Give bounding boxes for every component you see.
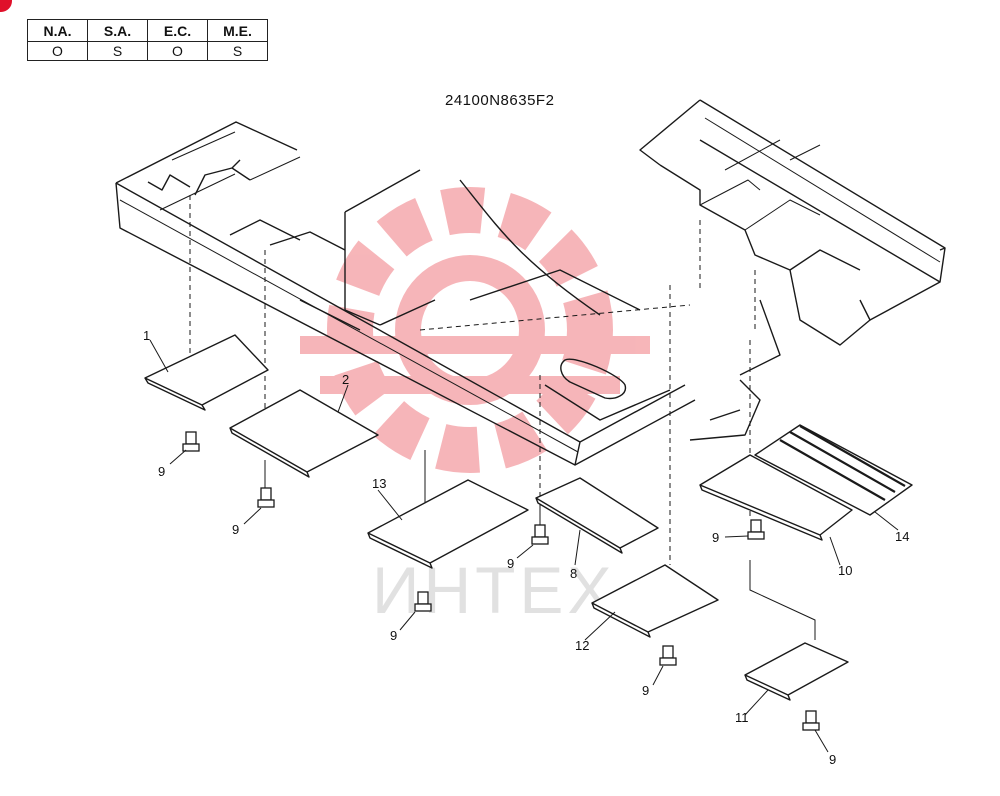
region-value-cell: S bbox=[207, 41, 268, 61]
callout-labels: 1 2 13 8 12 11 10 14 9 9 9 9 9 9 9 bbox=[143, 328, 909, 767]
cover-plates bbox=[144, 334, 913, 701]
watermark-text: ИНТЕХ bbox=[372, 553, 615, 627]
cover-plate-8 bbox=[535, 477, 659, 554]
region-applicability-table: N.A. S.A. E.C. M.E. O S O S bbox=[27, 19, 268, 61]
bolt-icon bbox=[747, 519, 765, 540]
cover-plate-10 bbox=[699, 454, 853, 541]
callout-label: 13 bbox=[372, 476, 386, 491]
callout-label: 9 bbox=[507, 556, 514, 571]
callout-label: 14 bbox=[895, 529, 909, 544]
callout-label: 9 bbox=[158, 464, 165, 479]
callout-label: 10 bbox=[838, 563, 852, 578]
callout-label: 12 bbox=[575, 638, 589, 653]
region-value-cell: O bbox=[27, 41, 88, 61]
gear-logo-icon bbox=[300, 187, 650, 473]
bolt-icon bbox=[414, 591, 432, 612]
cover-plate-11 bbox=[744, 642, 849, 701]
callout-label: 9 bbox=[712, 530, 719, 545]
callout-label: 2 bbox=[342, 372, 349, 387]
cover-plate-2 bbox=[229, 389, 379, 478]
callout-label: 11 bbox=[735, 710, 749, 725]
bolt-icon bbox=[531, 524, 549, 545]
callout-label: 8 bbox=[570, 566, 577, 581]
alignment-lines bbox=[189, 195, 816, 640]
bolt-icon bbox=[182, 431, 200, 452]
callout-label: 9 bbox=[232, 522, 239, 537]
region-table-value-row: O S O S bbox=[27, 41, 268, 61]
cover-plate-13 bbox=[367, 479, 529, 569]
leader-lines bbox=[149, 339, 899, 753]
drawing-code: 24100N8635F2 bbox=[445, 92, 555, 109]
cover-plate-12 bbox=[591, 564, 719, 638]
right-main-beam bbox=[639, 99, 946, 321]
callout-label: 1 bbox=[143, 328, 150, 343]
frame-linework bbox=[115, 99, 946, 466]
region-table-header-row: N.A. S.A. E.C. M.E. bbox=[27, 19, 268, 42]
callout-label: 9 bbox=[642, 683, 649, 698]
cover-plate-1 bbox=[144, 334, 269, 411]
callout-label: 9 bbox=[390, 628, 397, 643]
left-main-beam bbox=[115, 121, 696, 466]
callout-label: 9 bbox=[829, 752, 836, 767]
region-header-cell: S.A. bbox=[87, 19, 148, 42]
bolt-icon bbox=[659, 645, 677, 666]
bolt-icon bbox=[257, 487, 275, 508]
bolts bbox=[182, 431, 820, 731]
region-value-cell: S bbox=[87, 41, 148, 61]
watermark: ИНТЕХ bbox=[300, 187, 650, 627]
bolt-icon bbox=[802, 710, 820, 731]
